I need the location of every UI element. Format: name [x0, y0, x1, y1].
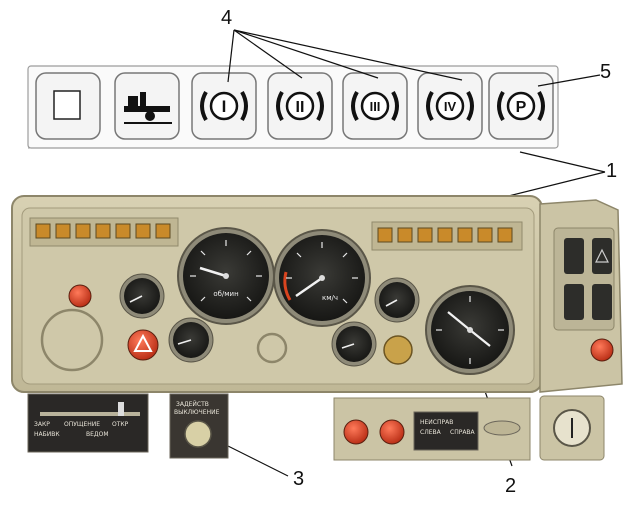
brake-bracket-left-icon — [426, 91, 434, 121]
circuit-i-label: I — [222, 97, 227, 116]
brake-circuit-iv-icon — [435, 91, 465, 121]
empty-bezel-center — [256, 332, 288, 364]
brake-bracket-right-icon — [316, 91, 324, 121]
brake-circuit-i-icon — [209, 91, 239, 121]
right-switch-block — [564, 238, 612, 320]
pressure-needle-2 — [469, 329, 491, 347]
callout-3: 3 — [293, 468, 304, 490]
warning-button-left[interactable] — [68, 284, 92, 308]
brake-bracket-right-icon — [391, 91, 399, 121]
indicator-button-circuit-2[interactable]: II — [267, 72, 333, 140]
circuit-iii-label: III — [370, 99, 381, 114]
empty-bezel-left — [40, 308, 104, 372]
circuit-iv-label: IV — [444, 99, 457, 114]
brake-bracket-left-icon — [276, 91, 284, 121]
right-plate-label-3: СПРАВА — [450, 429, 476, 436]
right-plate-label-2: СЛЕВА — [420, 429, 442, 436]
switch-4[interactable] — [592, 284, 612, 320]
switch-knob-3[interactable] — [184, 420, 212, 448]
brake-circuit-ii-icon — [285, 91, 315, 121]
brake-bracket-left-icon — [497, 91, 505, 121]
small-gauge-3 — [374, 277, 420, 323]
lever-slot — [40, 412, 140, 416]
brake-bracket-right-icon — [240, 91, 248, 121]
switch-1[interactable] — [564, 238, 584, 274]
indicator-button-circuit-1[interactable]: I — [191, 72, 257, 140]
plate-label-zakr: ЗАКР — [34, 421, 50, 428]
brake-bracket-left-icon — [351, 91, 359, 121]
indicator-button-circuit-4[interactable]: IV — [417, 72, 483, 140]
brake-bracket-right-icon — [466, 91, 474, 121]
callout-4: 4 — [221, 7, 232, 29]
hazard-triangle-icon — [133, 333, 153, 352]
speedometer-unit-label: км/ч — [322, 294, 338, 302]
parking-label: P — [516, 99, 527, 116]
warning-lamps-right — [371, 221, 523, 251]
plate-label-vedom: ВЕДОМ — [86, 431, 109, 438]
callout-2: 2 — [505, 475, 516, 497]
indicator-button-parking[interactable]: P — [488, 72, 554, 140]
red-button-1[interactable] — [343, 419, 369, 445]
brake-bracket-right-icon — [537, 91, 545, 121]
plate-label-opuschenie: ОПУЩЕНИЕ — [64, 421, 100, 428]
circuit-ii-label: II — [296, 99, 305, 116]
bottom-left-plate: ЗАКР ОПУЩЕНИЕ ОТКР НАБИВК ВЕДОМ — [27, 393, 149, 453]
hazard-button[interactable] — [127, 329, 159, 361]
small-gauge-2 — [168, 317, 214, 363]
parking-brake-icon — [506, 91, 536, 121]
tachometer-unit-label: об/мин — [213, 290, 238, 298]
indicator-button-circuit-3[interactable]: III — [342, 72, 408, 140]
right-plate-label-1: НЕИСПРАВ — [420, 419, 453, 426]
indicator-button-blank[interactable] — [35, 72, 101, 140]
amber-knob[interactable] — [383, 335, 413, 365]
plate-label-otkr: ОТКР — [112, 421, 129, 428]
red-button-2[interactable] — [379, 419, 405, 445]
pressure-needle-1 — [447, 311, 471, 331]
center-plate-label-1: ЗАДЕЙСТВ — [176, 401, 209, 408]
small-gauge-4 — [331, 321, 377, 367]
tachometer-needle — [199, 266, 227, 278]
ignition-block — [539, 395, 605, 461]
bottom-right-plate: НЕИСПРАВ СЛЕВА СПРАВА — [333, 397, 531, 461]
lever-handle[interactable] — [118, 402, 124, 416]
callout-5: 5 — [600, 61, 611, 83]
warning-triangle-icon — [595, 248, 609, 263]
switch-3[interactable] — [564, 284, 584, 320]
brake-bracket-left-icon — [200, 91, 208, 121]
tachometer-gauge: об/мин — [177, 227, 275, 325]
blank-square-icon — [53, 90, 81, 120]
warning-lamps-left — [29, 217, 179, 247]
rotary-switch[interactable] — [483, 420, 521, 436]
warning-button-right[interactable] — [590, 338, 614, 362]
pressure-gauge — [425, 285, 515, 375]
speedometer-gauge: км/ч — [273, 229, 371, 327]
center-plate-label-2: ВЫКЛЮЧЕНИЕ — [174, 409, 220, 416]
center-plate: ЗАДЕЙСТВ ВЫКЛЮЧЕНИЕ — [169, 393, 229, 459]
lift-axle-icon — [124, 92, 172, 124]
small-gauge-1 — [119, 273, 165, 319]
plate-label-nabivk: НАБИВК — [34, 431, 60, 438]
callout-1: 1 — [606, 160, 617, 182]
speedometer-needle — [295, 276, 323, 298]
indicator-button-lift-axle[interactable] — [114, 72, 180, 140]
brake-circuit-iii-icon — [360, 91, 390, 121]
switch-2[interactable] — [592, 238, 612, 274]
